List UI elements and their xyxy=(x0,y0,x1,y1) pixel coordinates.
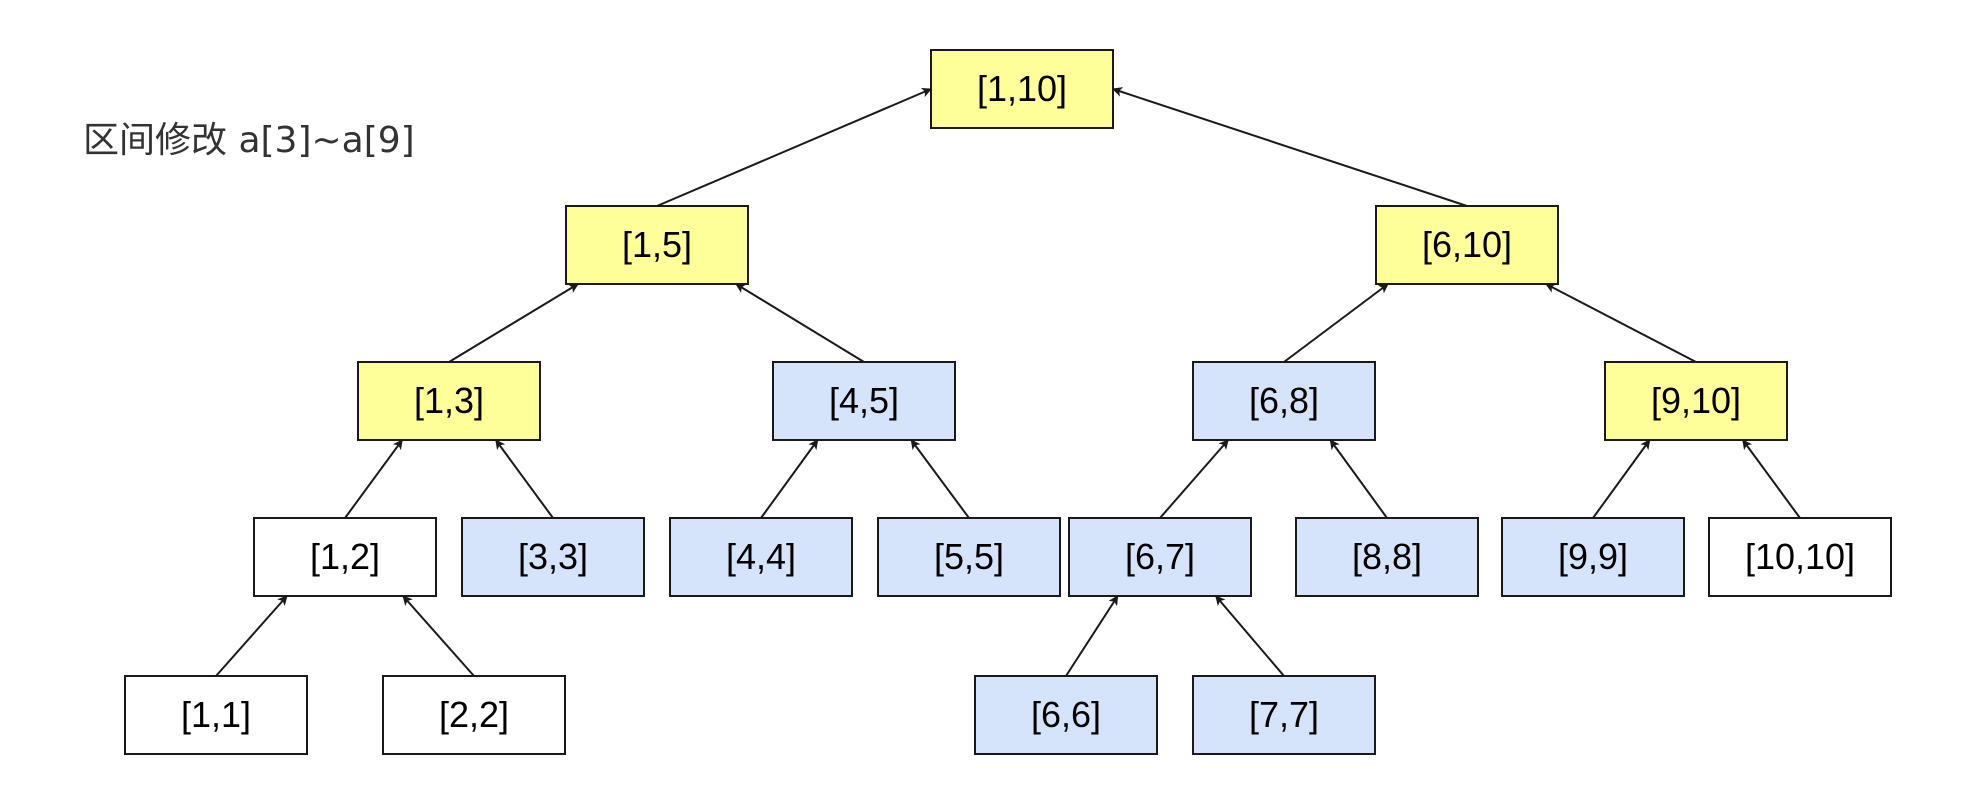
edge-arrow xyxy=(1545,283,1697,363)
edge-arrow xyxy=(656,87,932,207)
node-box xyxy=(1604,361,1788,441)
node-box xyxy=(877,517,1061,597)
edge-arrow xyxy=(1741,439,1801,519)
node-label: [3,3] xyxy=(518,536,588,577)
node-box xyxy=(1192,361,1376,441)
node-label: [6,6] xyxy=(1031,694,1101,735)
node-box xyxy=(772,361,956,441)
tree-node: [6,6] xyxy=(974,675,1158,755)
edge-arrow xyxy=(1159,439,1229,519)
caption: 区间修改 a[3]~a[9] xyxy=(83,120,415,161)
node-box xyxy=(461,517,645,597)
edge-arrow xyxy=(760,439,819,519)
node-box xyxy=(930,49,1114,129)
node-box xyxy=(357,361,541,441)
edge-arrow xyxy=(215,595,288,677)
tree-node: [1,10] xyxy=(930,49,1114,129)
node-label: [1,1] xyxy=(181,694,251,735)
edge-arrow xyxy=(1592,439,1651,519)
tree-node: [7,7] xyxy=(1192,675,1376,755)
edge-arrow xyxy=(1215,595,1285,677)
node-label: [1,3] xyxy=(414,380,484,421)
tree-node: [10,10] xyxy=(1708,517,1892,597)
node-label: [5,5] xyxy=(934,536,1004,577)
node-label: [4,5] xyxy=(829,380,899,421)
edges xyxy=(215,87,1801,677)
node-label: [10,10] xyxy=(1745,536,1855,577)
node-label: [4,4] xyxy=(726,536,796,577)
tree-node: [6,7] xyxy=(1068,517,1252,597)
node-label: [9,9] xyxy=(1558,536,1628,577)
node-box xyxy=(124,675,308,755)
node-label: [9,10] xyxy=(1651,380,1741,421)
edge-arrow xyxy=(1283,283,1389,363)
node-label: [1,10] xyxy=(977,68,1067,109)
edge-arrow xyxy=(1112,87,1468,207)
node-box xyxy=(1068,517,1252,597)
tree-node: [1,2] xyxy=(253,517,437,597)
node-box xyxy=(382,675,566,755)
tree-node: [6,8] xyxy=(1192,361,1376,441)
edge-arrow xyxy=(402,595,475,677)
tree-node: [1,1] xyxy=(124,675,308,755)
tree-node: [1,3] xyxy=(357,361,541,441)
tree-node: [2,2] xyxy=(382,675,566,755)
nodes: [1,10] [1,5] [6,10] [1,3] [4,5] [6,8] [9,10] [1… xyxy=(124,49,1892,755)
tree-node: [5,5] xyxy=(877,517,1061,597)
node-box xyxy=(1295,517,1479,597)
tree-node: [4,5] xyxy=(772,361,956,441)
tree-node: [3,3] xyxy=(461,517,645,597)
tree-node: [9,10] xyxy=(1604,361,1788,441)
node-box xyxy=(1708,517,1892,597)
node-label: [1,5] xyxy=(622,224,692,265)
node-box xyxy=(1375,205,1559,285)
node-label: [6,10] xyxy=(1422,224,1512,265)
edge-arrow xyxy=(1065,595,1119,677)
edge-arrow xyxy=(910,439,970,519)
edge-arrow xyxy=(448,283,579,363)
edge-arrow xyxy=(735,283,865,363)
node-label: [2,2] xyxy=(439,694,509,735)
tree-node: [8,8] xyxy=(1295,517,1479,597)
node-box xyxy=(669,517,853,597)
node-label: [8,8] xyxy=(1352,536,1422,577)
node-box xyxy=(565,205,749,285)
edge-arrow xyxy=(1329,439,1388,519)
node-label: [6,8] xyxy=(1249,380,1319,421)
edge-arrow xyxy=(494,439,554,519)
node-label: [7,7] xyxy=(1249,694,1319,735)
node-label: [6,7] xyxy=(1125,536,1195,577)
node-box xyxy=(1501,517,1685,597)
node-box xyxy=(1192,675,1376,755)
tree-node: [4,4] xyxy=(669,517,853,597)
edge-arrow xyxy=(344,439,404,519)
node-box xyxy=(974,675,1158,755)
node-box xyxy=(253,517,437,597)
tree-node: [9,9] xyxy=(1501,517,1685,597)
node-label: [1,2] xyxy=(310,536,380,577)
tree-node: [6,10] xyxy=(1375,205,1559,285)
tree-node: [1,5] xyxy=(565,205,749,285)
